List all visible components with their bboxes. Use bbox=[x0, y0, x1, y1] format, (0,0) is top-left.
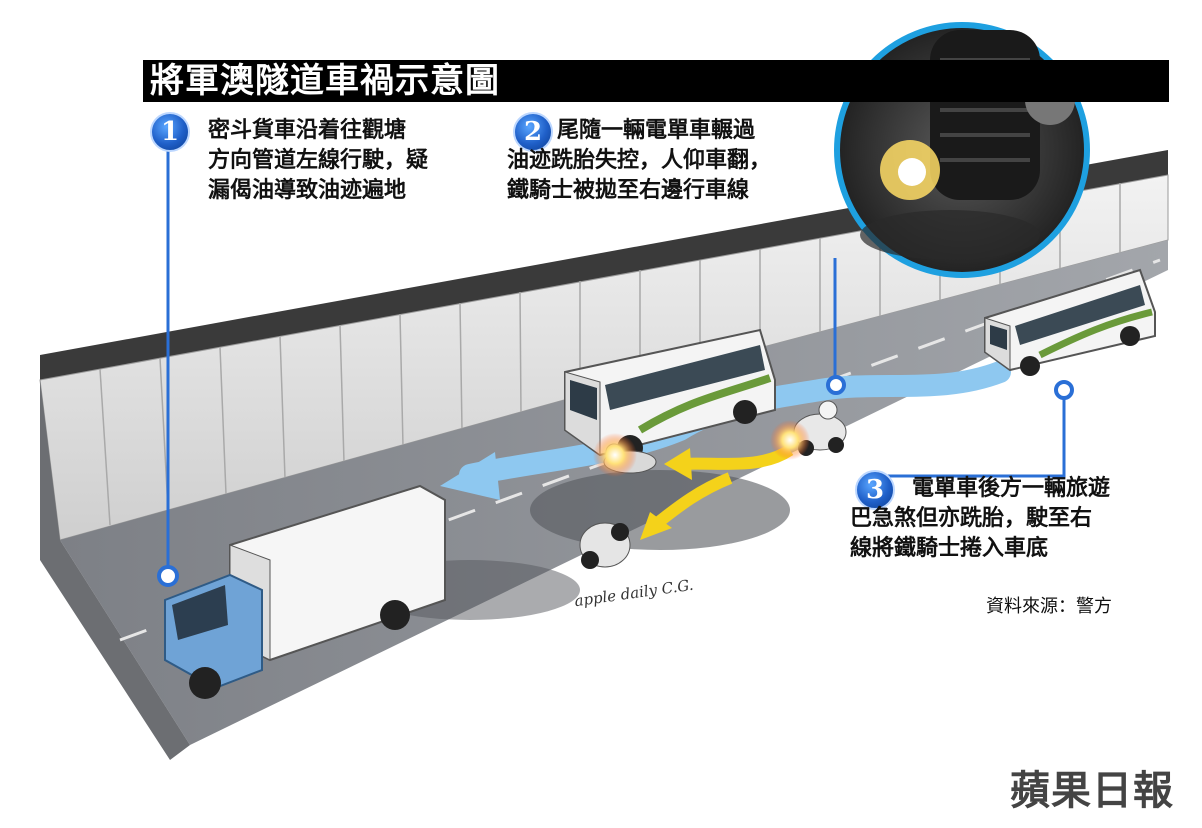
diagram-title: 將軍澳隧道車禍示意圖 bbox=[150, 61, 500, 101]
leader-dot-2 bbox=[826, 375, 846, 395]
rider-thrown-arrow bbox=[651, 472, 733, 530]
step-2-line: 油迹跣胎失控，人仰車翻， bbox=[507, 148, 772, 173]
title-bar bbox=[143, 60, 1169, 102]
step-2-badge: 2 bbox=[513, 112, 553, 152]
step-2-line: 尾隨一輛電單車輾過 bbox=[557, 118, 756, 143]
impact-spark bbox=[770, 420, 810, 460]
step-3-line: 線將鐵騎士捲入車底 bbox=[850, 536, 1049, 561]
step-1-line: 方向管道左線行駛，疑 bbox=[208, 148, 429, 173]
leader-dot-3 bbox=[1054, 380, 1074, 400]
step-3-caption: 電單車後方一輛旅遊 巴急煞但亦跣胎，駛至右 線將鐵騎士捲入車底 bbox=[850, 474, 1111, 564]
overturned-motorcycle bbox=[579, 522, 631, 569]
step-3-line: 巴急煞但亦跣胎，駛至右 bbox=[850, 506, 1093, 531]
step-1-badge: 1 bbox=[150, 112, 190, 152]
tour-bus-crashing bbox=[564, 328, 776, 461]
step-2-caption: 尾隨一輛電單車輾過 油迹跣胎失控，人仰車翻， 鐵騎士被拋至右邊行車線 bbox=[507, 116, 771, 206]
publisher-logo: 蘋果日報 bbox=[1010, 768, 1174, 814]
step-3-badge: 3 bbox=[855, 470, 895, 510]
leader-dot-1 bbox=[157, 565, 179, 587]
leader-line-3 bbox=[885, 396, 1066, 478]
cargo-truck bbox=[164, 484, 446, 699]
source-note: 資料來源：警方 bbox=[986, 596, 1112, 617]
motorcycle-arrowhead bbox=[664, 448, 692, 480]
tour-bus-behind bbox=[984, 268, 1156, 376]
step-3-line: 電單車後方一輛旅遊 bbox=[912, 476, 1111, 501]
impact-spark bbox=[593, 433, 637, 477]
rider-thrown-arrowhead bbox=[640, 512, 672, 540]
step-1-line: 漏偈油導致油迹遍地 bbox=[208, 178, 407, 203]
step-1-caption: 密斗貨車沿着往觀塘 方向管道左線行駛，疑 漏偈油導致油迹遍地 bbox=[208, 116, 428, 206]
oil-slick bbox=[530, 470, 790, 550]
step-1-line: 密斗貨車沿着往觀塘 bbox=[208, 118, 407, 143]
step-2-line: 鐵騎士被拋至右邊行車線 bbox=[507, 178, 750, 203]
bus-path-arrowhead bbox=[440, 452, 500, 500]
road-edge bbox=[40, 380, 190, 760]
